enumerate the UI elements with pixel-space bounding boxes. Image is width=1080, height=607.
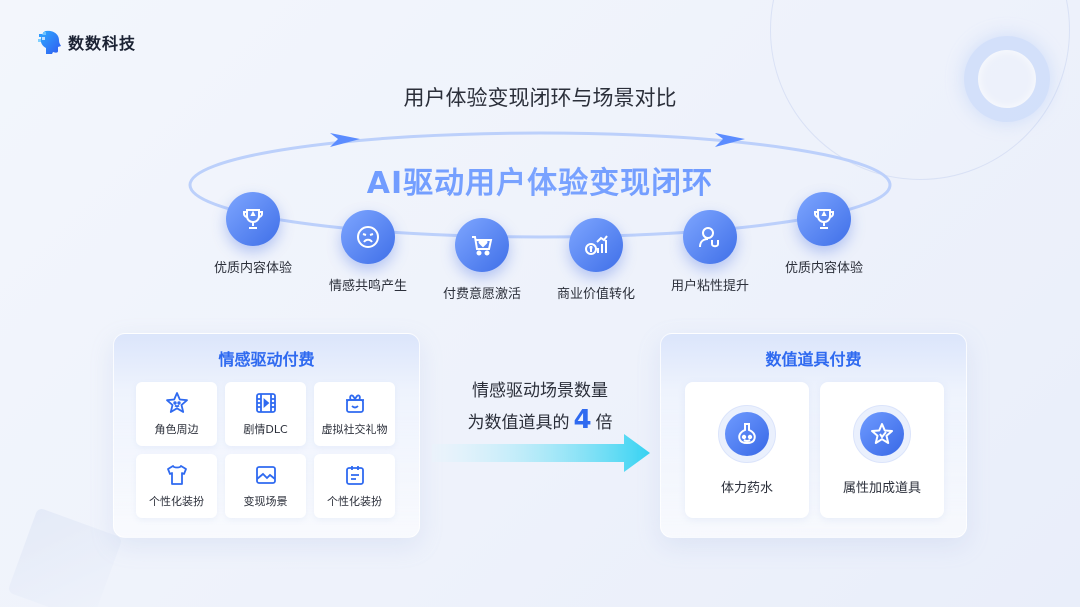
brand-logo: 数数科技 <box>38 29 136 55</box>
grid-item: 剧情DLC <box>225 382 306 446</box>
step-label: 商业价值转化 <box>556 287 635 302</box>
decorative-cube <box>7 507 123 607</box>
loop-step-1: 优质内容体验 <box>193 192 313 276</box>
loop-step-6: 优质内容体验 <box>764 192 884 276</box>
emotion-driven-panel: 情感驱动付费 角色周边 剧情DLC 虚拟社交礼物 个性化装扮 变现场景 个性化装… <box>113 333 420 538</box>
brain-logo-icon <box>38 30 61 54</box>
grid-item: 个性化装扮 <box>314 454 395 518</box>
page-title: 用户体验变现闭环与场景对比 <box>403 86 677 110</box>
loop-step-5: 用户粘性提升 <box>650 210 770 294</box>
clipboard-icon <box>345 466 364 485</box>
grid-item: 虚拟社交礼物 <box>314 382 395 446</box>
comparison-arrow-icon <box>432 434 650 472</box>
trophy-icon <box>226 192 280 246</box>
numeric-items-panel: 数值道具付费 体力药水 属性加成道具 <box>660 333 967 538</box>
growth-chart-icon <box>569 218 623 272</box>
prop-item: 属性加成道具 <box>820 382 944 518</box>
film-icon <box>255 393 276 413</box>
image-icon <box>255 466 276 484</box>
loop-title: AI驱动用户体验变现闭环 <box>0 158 1080 202</box>
step-label: 用户粘性提升 <box>670 279 749 294</box>
grid-item: 个性化装扮 <box>136 454 217 518</box>
comparison-line-1: 情感驱动场景数量 <box>472 381 608 401</box>
brand-name: 数数科技 <box>68 34 137 53</box>
potion-icon <box>725 411 769 456</box>
numeric-items-list: 体力药水 属性加成道具 <box>685 382 944 518</box>
loop-arrow-icon <box>715 133 745 147</box>
star-face-icon <box>165 392 188 413</box>
multiplier-value: 4 <box>573 405 592 435</box>
star-boost-icon <box>860 411 904 456</box>
emotion-items-grid: 角色周边 剧情DLC 虚拟社交礼物 个性化装扮 变现场景 个性化装扮 <box>136 382 395 518</box>
step-label: 优质内容体验 <box>213 261 292 276</box>
step-label: 优质内容体验 <box>784 261 863 276</box>
step-label: 情感共鸣产生 <box>328 279 407 294</box>
loop-arrow-icon <box>330 133 360 147</box>
gift-icon <box>345 394 364 413</box>
step-label: 付费意愿激活 <box>442 287 521 302</box>
user-magnet-icon <box>683 210 737 264</box>
trophy-icon <box>797 192 851 246</box>
loop-ellipse <box>188 131 892 239</box>
loop-step-2: 情感共鸣产生 <box>308 210 428 294</box>
grid-item: 角色周边 <box>136 382 217 446</box>
grid-item: 变现场景 <box>225 454 306 518</box>
panel-title: 数值道具付费 <box>765 350 862 369</box>
panel-title: 情感驱动付费 <box>218 350 315 369</box>
loop-step-3: 付费意愿激活 <box>422 218 542 302</box>
shirt-icon <box>166 465 187 485</box>
prop-item: 体力药水 <box>685 382 809 518</box>
loop-step-4: 商业价值转化 <box>536 218 656 302</box>
cart-heart-icon <box>455 218 509 272</box>
emotion-face-icon <box>341 210 395 264</box>
